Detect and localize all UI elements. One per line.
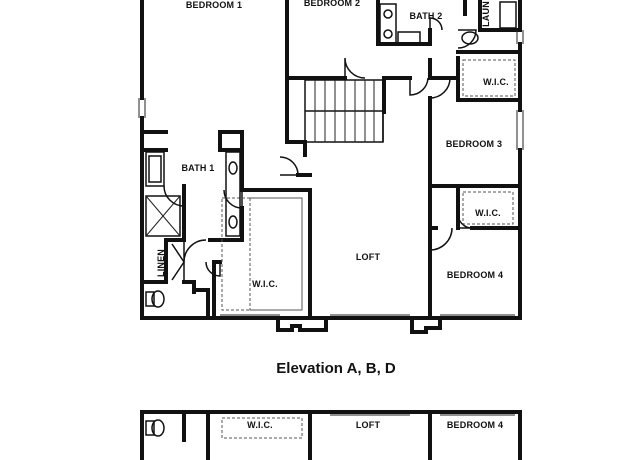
windows xyxy=(138,30,524,316)
alt-label-loft: LOFT xyxy=(356,420,381,430)
bath-fixtures xyxy=(145,1,517,308)
alt-label-bedroom4: BEDROOM 4 xyxy=(447,420,503,430)
label-bedroom2: BEDROOM 2 xyxy=(304,0,360,8)
staircase xyxy=(304,79,384,143)
label-bath2: BATH 2 xyxy=(409,11,442,21)
label-wic-main: W.I.C. xyxy=(252,279,278,289)
label-bedroom4: BEDROOM 4 xyxy=(447,270,503,280)
label-bedroom3: BEDROOM 3 xyxy=(446,139,502,149)
label-bedroom1: BEDROOM 1 xyxy=(186,0,242,10)
closet-shelves xyxy=(221,59,516,311)
label-wic-bedroom3: W.I.C. xyxy=(483,77,509,87)
label-loft: LOFT xyxy=(356,252,381,262)
door-swings xyxy=(163,17,477,282)
label-laundry: LAUN xyxy=(481,1,491,27)
label-wic-bedroom4: W.I.C. xyxy=(475,208,501,218)
alt-label-wic: W.I.C. xyxy=(247,420,273,430)
label-linen: LINEN xyxy=(156,249,166,277)
elevation-caption: Elevation A, B, D xyxy=(276,360,396,377)
alternate-plan-walls: W.I.C. LOFT BEDROOM 4 xyxy=(140,410,522,460)
label-bath1: BATH 1 xyxy=(181,163,214,173)
exterior-bumpouts xyxy=(276,316,442,334)
room-labels: BEDROOM 1 BEDROOM 2 BATH 2 LAUN W.I.C. B… xyxy=(156,0,509,289)
